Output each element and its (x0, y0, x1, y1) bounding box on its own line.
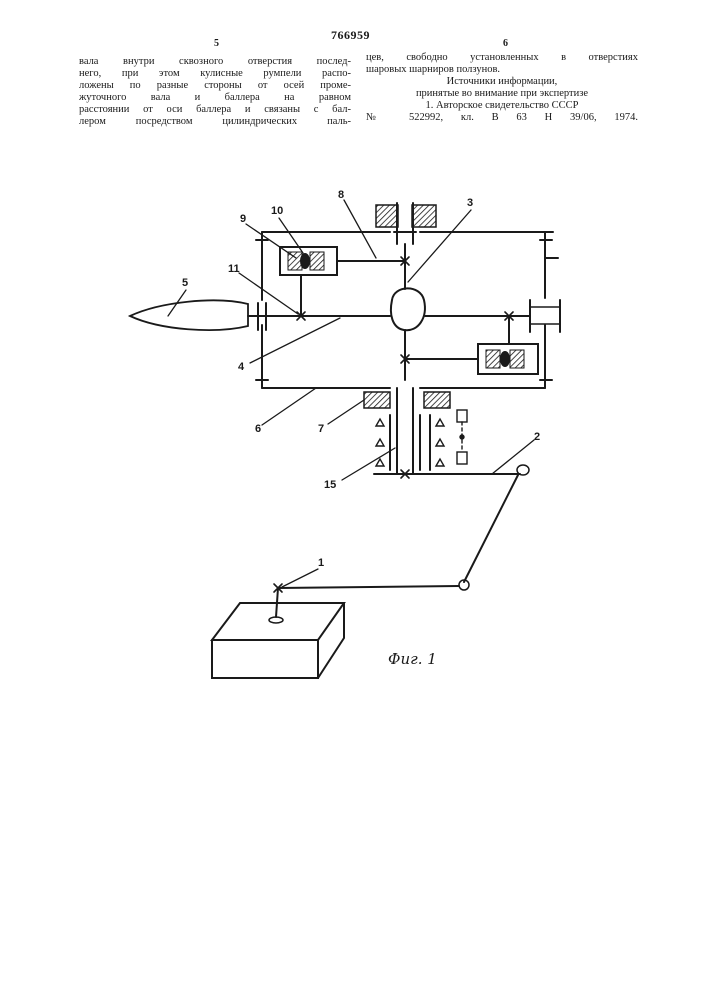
lower-bearing-right (424, 392, 450, 408)
label-8: 8 (338, 189, 344, 201)
control-box (212, 588, 344, 678)
label-3: 3 (467, 197, 473, 209)
control-link (278, 586, 459, 588)
lock-mechanism (457, 410, 467, 464)
lower-bearing-left (364, 392, 390, 408)
label-7: 7 (318, 423, 324, 435)
label-6: 6 (255, 423, 261, 435)
propeller-blade (130, 300, 248, 330)
label-10: 10 (271, 205, 283, 217)
upper-slider (280, 247, 405, 316)
connecting-rod (464, 475, 518, 582)
label-15: 15 (324, 479, 336, 491)
leader-lines (168, 200, 534, 587)
label-5: 5 (182, 277, 188, 289)
tiller-end-joint (517, 465, 529, 475)
label-4: 4 (238, 361, 245, 373)
figure-caption: Фиг. 1 (388, 650, 437, 668)
upper-bearing (376, 203, 436, 244)
pivot-marks (274, 257, 513, 592)
label-1: 1 (318, 557, 324, 569)
ball-joint (391, 288, 425, 330)
lower-slider (405, 316, 538, 374)
label-9: 9 (240, 213, 246, 225)
label-11: 11 (228, 263, 240, 275)
support-triangles (376, 419, 444, 466)
label-2: 2 (534, 431, 540, 443)
